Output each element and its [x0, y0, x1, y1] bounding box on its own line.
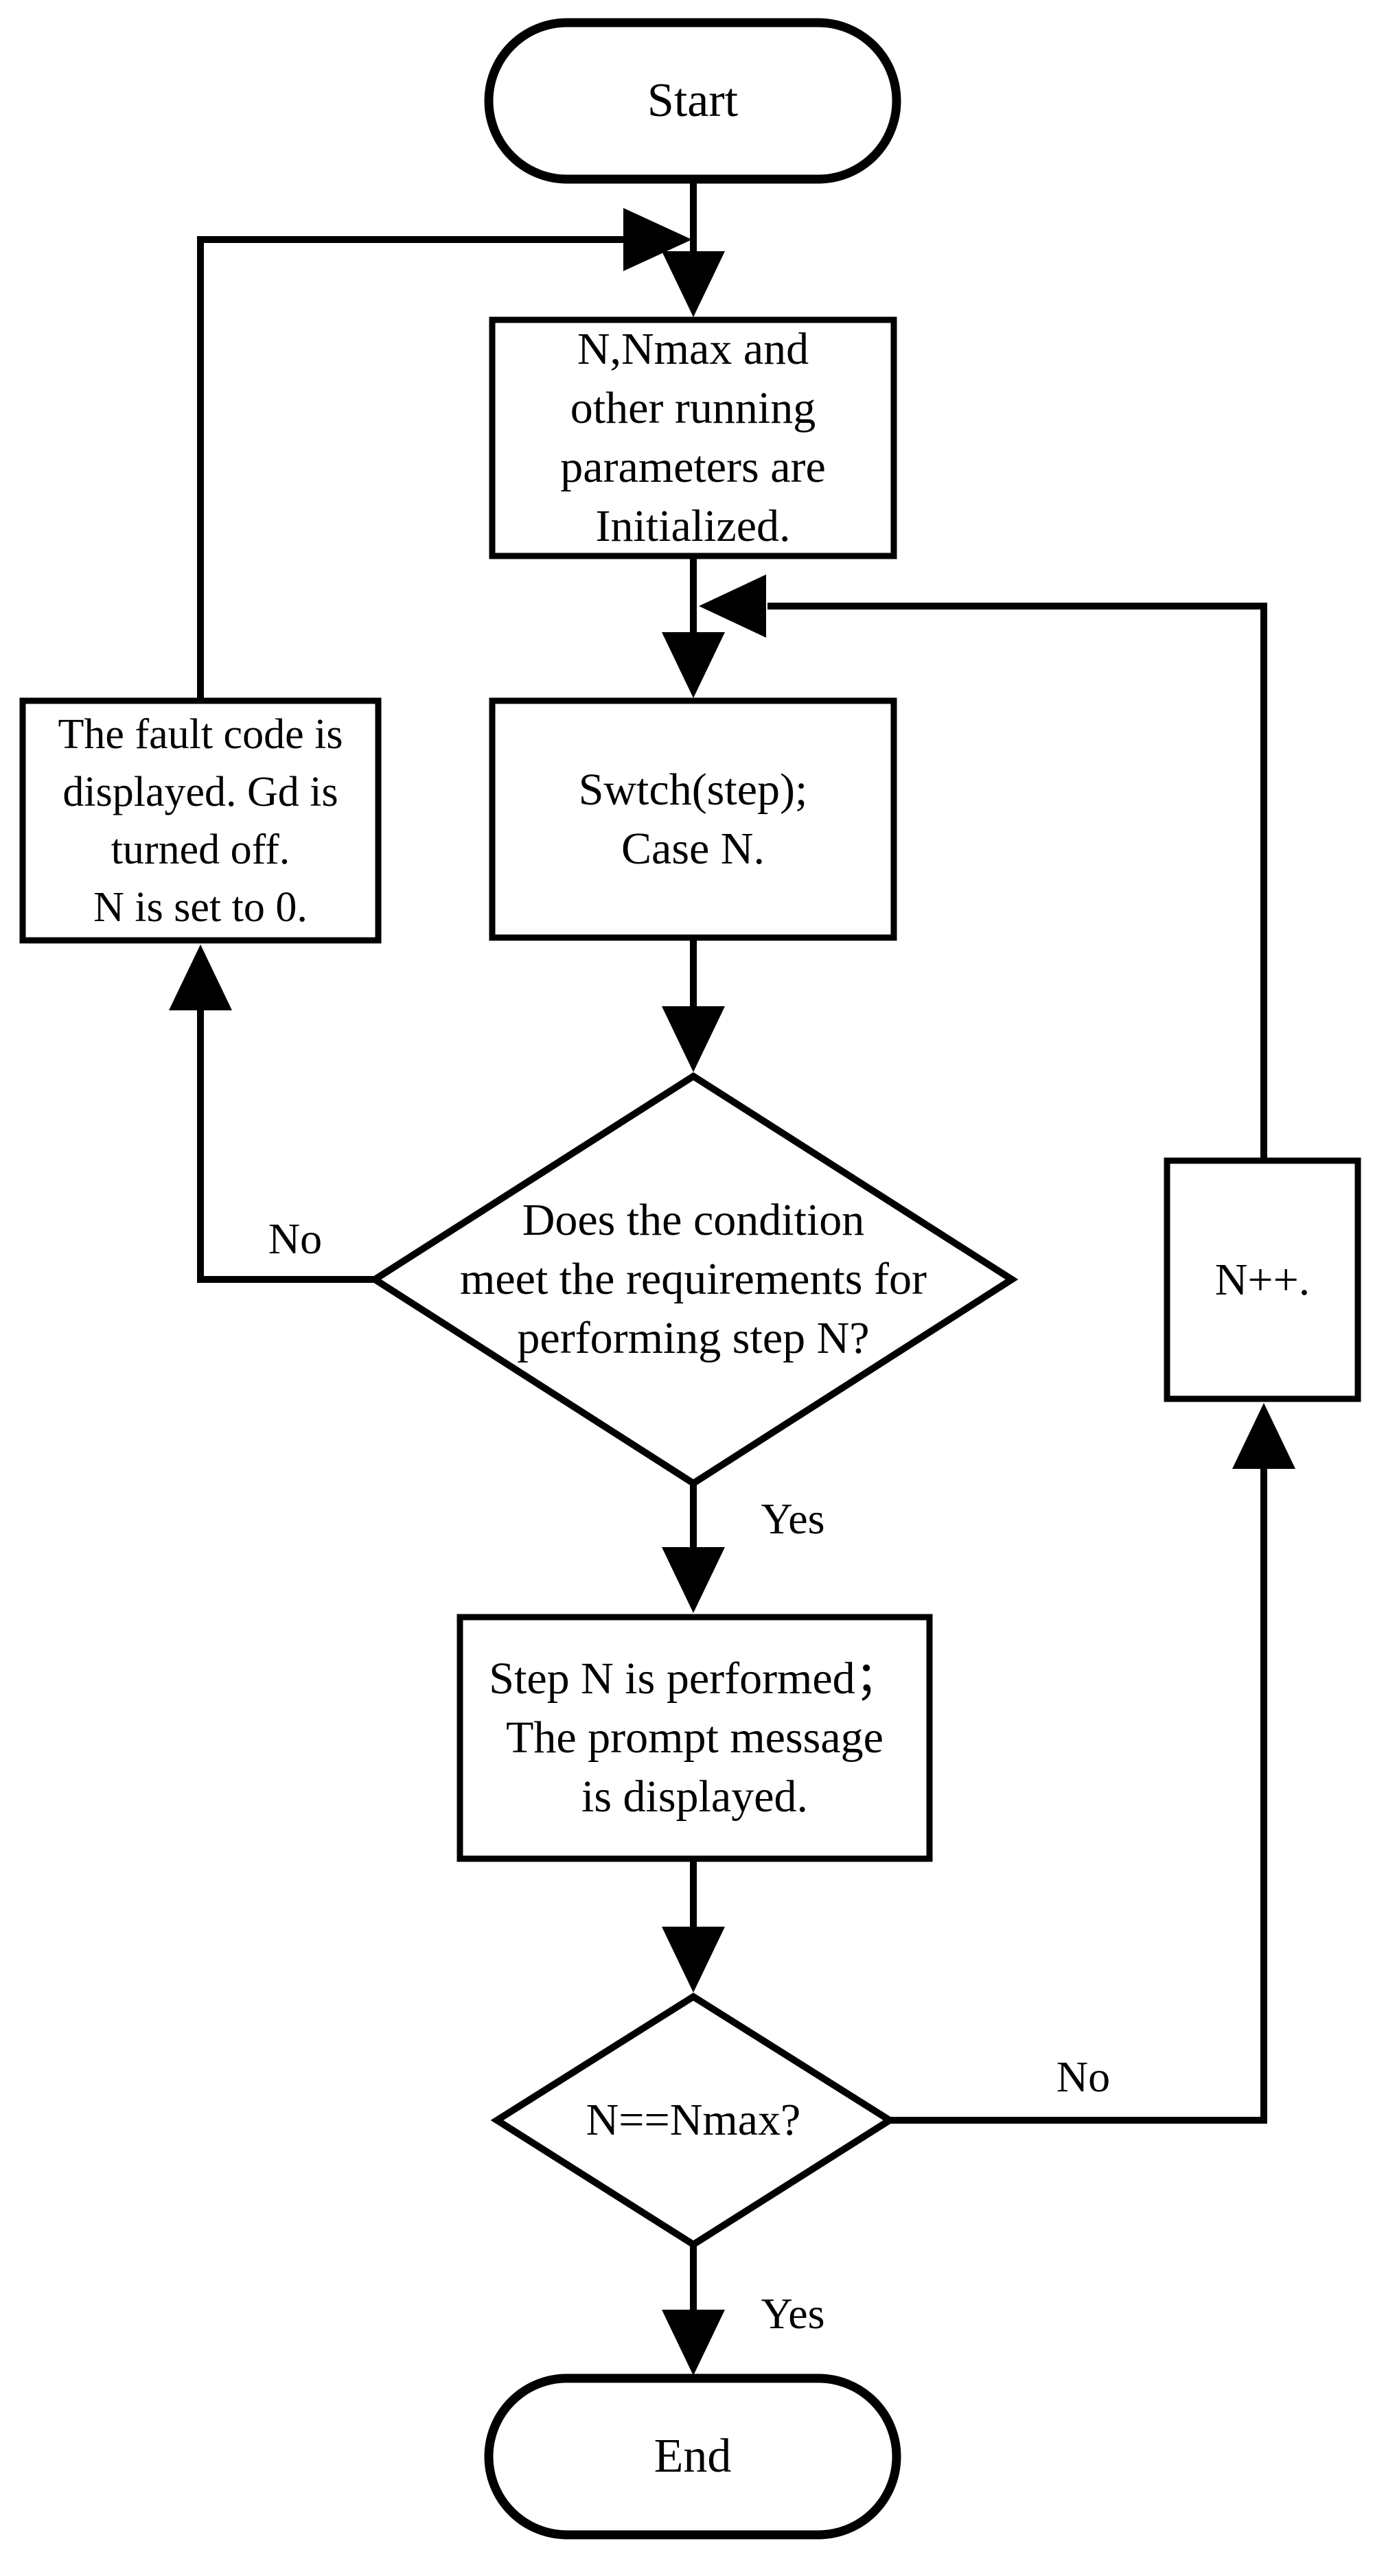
perform-step-line-1: Step N is performed；: [489, 1653, 901, 1704]
switch-process-shape: [489, 697, 897, 941]
end-node-label: End: [654, 2430, 732, 2483]
increment-line-1: N++.: [1214, 1254, 1310, 1305]
condition-no-edge-label: No: [268, 1214, 323, 1263]
perform-step-line-2: The prompt message: [506, 1713, 883, 1763]
arrowhead-into-fault-icon: [169, 944, 232, 1010]
init-line-2: other running: [570, 383, 816, 433]
condition-line-2: meet the requirements for: [460, 1254, 927, 1304]
fault-line-1: The fault code is: [58, 710, 343, 758]
start-node-label: Start: [647, 74, 739, 127]
nmax-line-1: N==Nmax?: [586, 2095, 801, 2145]
perform-step-process-shape: [457, 1614, 933, 1862]
fault-line-3: turned off.: [111, 826, 290, 873]
arrowhead-into-condition-icon: [662, 1006, 725, 1072]
edge-increment-feedback-right: [767, 603, 1267, 1161]
arrowhead-into-step-icon: [662, 1547, 725, 1613]
nmax-no-edge-label: No: [1056, 2052, 1111, 2101]
nmax-yes-edge-label: Yes: [761, 2289, 825, 2338]
init-line-1: N,Nmax and: [577, 324, 809, 374]
edge-fault-feedback-left: [197, 236, 626, 701]
init-line-3: parameters are: [560, 442, 826, 492]
switch-node-label: Swtch(step); Case N.: [492, 701, 894, 938]
fault-process-shape: [19, 697, 382, 944]
init-node-label: N,Nmax and other running parameters are …: [492, 320, 894, 556]
fault-node-label: The fault code is displayed. Gd is turne…: [23, 701, 378, 940]
nmax-node-label: N==Nmax?: [497, 2065, 890, 2175]
perform-step-line-3: is displayed.: [581, 1772, 808, 1822]
condition-line-1: Does the condition: [522, 1195, 865, 1245]
arrowhead-into-end-icon: [662, 2310, 725, 2376]
arrowhead-merge-right-icon: [699, 575, 766, 638]
init-process-shape: [489, 316, 897, 559]
arrowhead-into-init-icon: [662, 251, 725, 317]
condition-decision-shape: [368, 1072, 1019, 1487]
edge-condition-no: [197, 1003, 375, 1283]
increment-node-label: N++.: [1167, 1161, 1358, 1399]
condition-line-3: performing step N?: [517, 1313, 870, 1363]
condition-yes-edge-label: Yes: [761, 1494, 825, 1543]
arrowhead-into-nmax-icon: [662, 1927, 725, 1993]
start-terminator-shape: [484, 18, 901, 184]
nmax-decision-shape: [490, 1993, 897, 2249]
init-line-4: Initialized.: [595, 501, 791, 551]
switch-line-2: Case N.: [621, 823, 765, 874]
arrowhead-into-switch-icon: [662, 632, 725, 698]
fault-line-4: N is set to 0.: [93, 883, 308, 931]
arrowhead-into-increment-icon: [1232, 1403, 1295, 1469]
edge-nmax-no: [890, 1462, 1267, 2124]
increment-process-shape: [1164, 1157, 1361, 1402]
fault-line-2: displayed. Gd is: [62, 768, 338, 815]
perform-step-node-label: Step N is performed； The prompt message …: [460, 1617, 929, 1859]
end-terminator-shape: [484, 2374, 901, 2540]
switch-line-1: Swtch(step);: [578, 764, 808, 815]
condition-node-label: Does the condition meet the requirements…: [375, 1160, 1012, 1399]
arrowhead-merge-left-icon: [623, 208, 692, 271]
